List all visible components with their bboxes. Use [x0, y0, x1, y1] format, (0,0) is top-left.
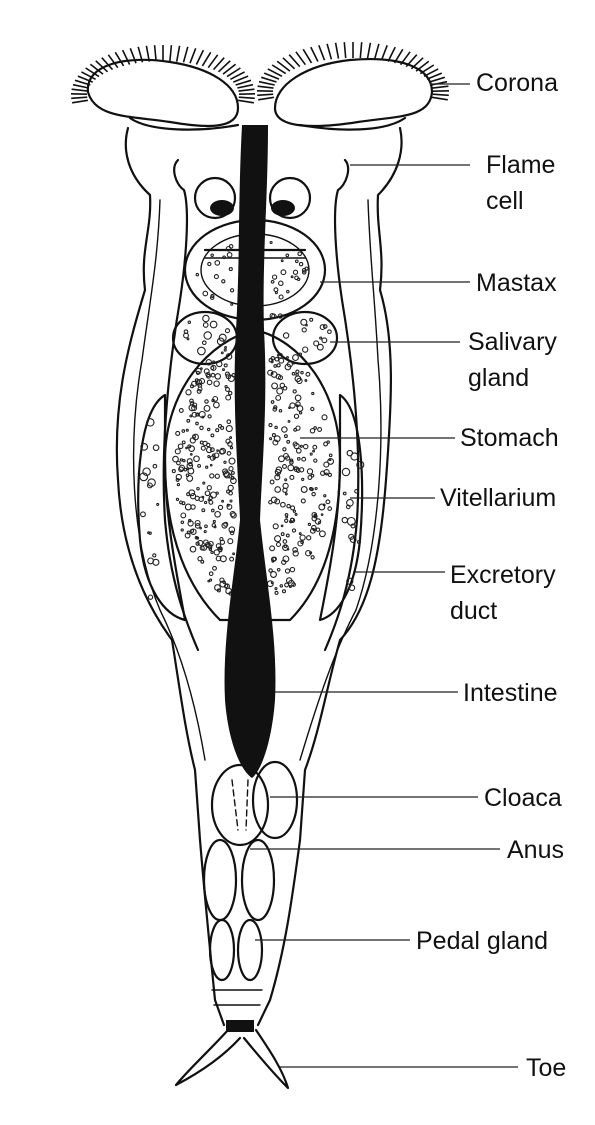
label-salivary-line1: Salivary [468, 328, 557, 356]
label-excretory-line1: Excretory [450, 561, 556, 589]
label-toe: Toe [526, 1054, 567, 1082]
label-flame-cell-line1: Flame [486, 151, 556, 179]
label-intestine: Intestine [463, 679, 558, 707]
gut-lumen [224, 125, 276, 778]
label-stomach: Stomach [460, 424, 559, 452]
label-pedal-gland: Pedal gland [416, 927, 549, 955]
corona-right-lobe [273, 58, 434, 128]
granule-texture [139, 240, 365, 600]
flame-cells [162, 158, 360, 652]
label-anus: Anus [507, 836, 564, 864]
foot [202, 760, 299, 1032]
label-salivary-line2: gland [468, 364, 530, 392]
corona-cilia [70, 42, 450, 104]
corona-left-lobe [86, 58, 240, 128]
label-vitellarium: Vitellarium [440, 484, 557, 512]
corona-lobes [70, 42, 450, 131]
label-mastax: Mastax [476, 269, 557, 297]
corona-collar-left [128, 116, 240, 131]
leader-lines [250, 83, 518, 1068]
corona-collar-right [298, 116, 407, 131]
inner-body-wall [132, 199, 382, 761]
label-corona: Corona [476, 69, 558, 97]
label-excretory-line2: duct [450, 597, 498, 625]
toes [174, 1028, 290, 1090]
label-flame-cell-line2: cell [486, 187, 524, 215]
label-cloaca: Cloaca [484, 784, 562, 812]
